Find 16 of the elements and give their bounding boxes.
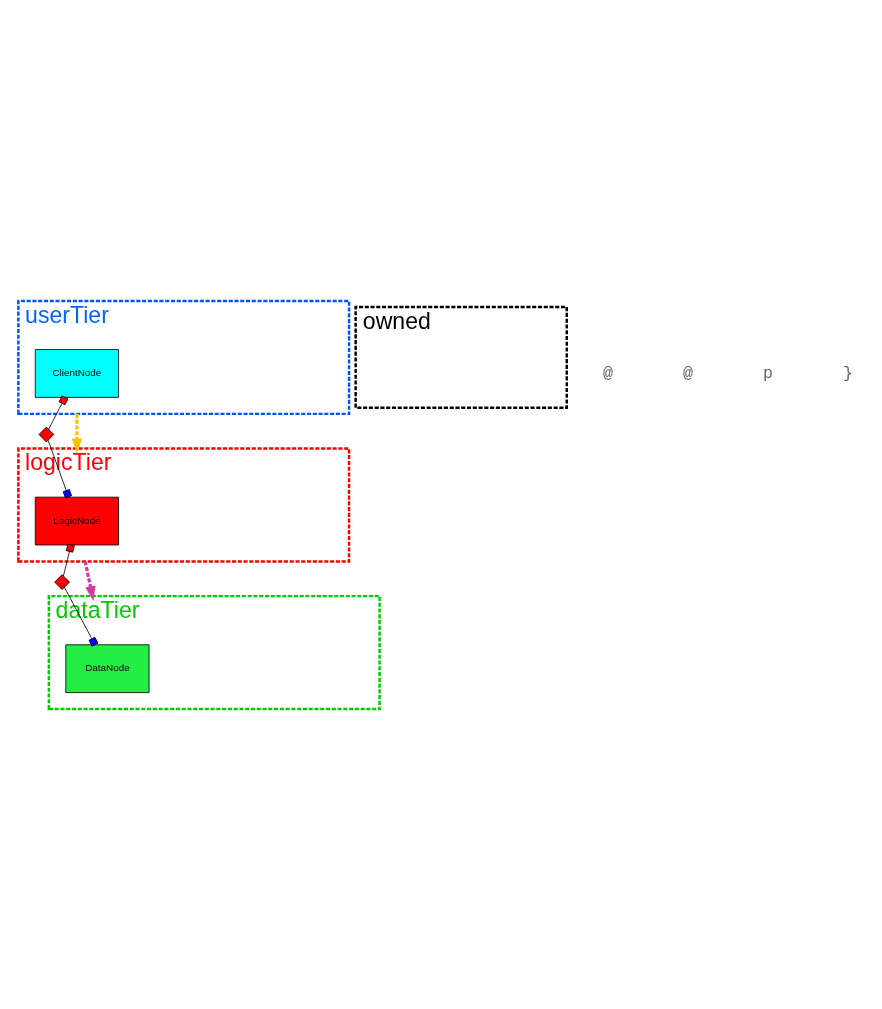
connector (63, 543, 75, 576)
node-box: LogicNode (34, 496, 119, 545)
node-box: ClientNode (34, 348, 119, 398)
label: p (763, 363, 773, 383)
node-box: DataNode (65, 643, 150, 693)
arrow (71, 413, 83, 453)
node-box: owned (354, 305, 568, 409)
label: @ (603, 363, 613, 383)
node-diamond (54, 573, 70, 590)
label: @ (683, 363, 693, 383)
connector (63, 586, 99, 647)
arrow (83, 560, 96, 601)
connector (47, 439, 72, 498)
node-diamond (38, 426, 55, 442)
connector (48, 395, 69, 430)
label: } (843, 363, 853, 383)
